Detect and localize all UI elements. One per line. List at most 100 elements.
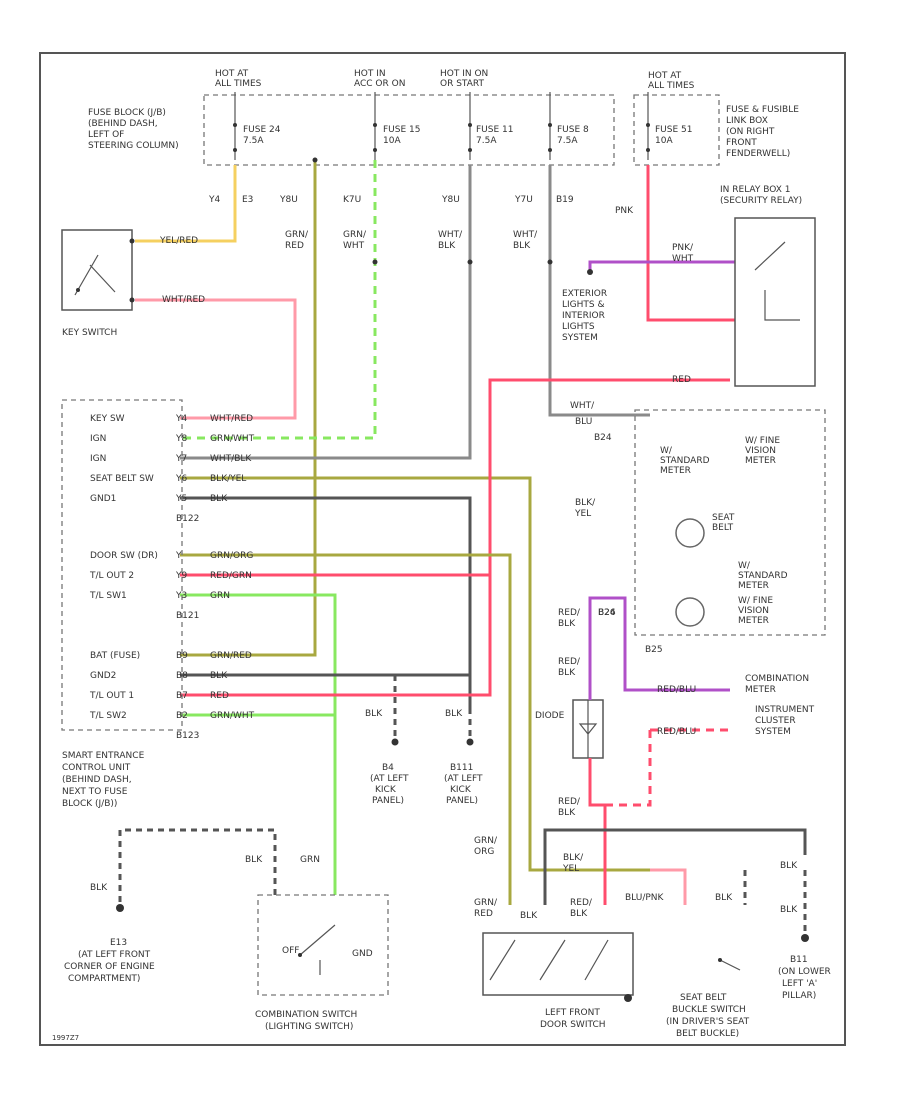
control-unit-label-2: CONTROL UNIT <box>62 763 131 773</box>
label-blk-yel-a: BLK/ <box>575 498 596 508</box>
ground-b111-3: KICK <box>450 785 472 795</box>
door-switch-label-2: DOOR SWITCH <box>540 1020 606 1030</box>
fuse-24-label: FUSE 24 <box>243 125 281 135</box>
label-red: RED <box>672 375 691 385</box>
control-unit-label-1: SMART ENTRANCE <box>62 751 145 761</box>
meter-wstd-1: W/ <box>738 561 751 571</box>
control-unit-label-4: NEXT TO FUSE <box>62 787 128 797</box>
cluster-3: SYSTEM <box>755 727 791 737</box>
label-grn-wht-b: WHT <box>343 241 365 251</box>
conn-y7u: Y7U <box>514 195 533 205</box>
underhood-fuse-box: FUSE 51 10A FUSE & FUSIBLE LINK BOX (ON … <box>633 92 799 166</box>
label-yel-red: YEL/RED <box>159 236 198 246</box>
seat-belt-buckle-switch: BLK SEAT BELT BUCKLE SWITCH (IN DRIVER'S… <box>666 870 750 1039</box>
label-blk-b4: BLK <box>365 709 383 719</box>
label-red-blk-2b: BLK <box>558 668 576 678</box>
label-wht-blk-2b: BLK <box>513 241 531 251</box>
wire-blk-gnd1 <box>180 496 472 710</box>
label-door-red-blk-a: RED/ <box>570 898 593 908</box>
pin-label-1: IGN <box>90 434 106 444</box>
pin-id-13: B2 <box>176 711 188 721</box>
hot-label-2b: ACC OR ON <box>354 79 405 89</box>
wire-pnk-wht <box>588 260 735 270</box>
label-blk-yel-b: YEL <box>574 509 591 519</box>
ext-lights-5: SYSTEM <box>562 333 598 343</box>
ext-lights-2: LIGHTS & <box>562 300 605 310</box>
comb-switch-label-2: (LIGHTING SWITCH) <box>265 1022 353 1032</box>
pin-wire-0: WHT/RED <box>210 414 253 424</box>
label-wht-mid: WHT/ <box>570 401 595 411</box>
label-pnk-wht-b: WHT <box>672 254 694 264</box>
label-grn-red-a: GRN/ <box>285 230 309 240</box>
label-wht-red: WHT/RED <box>162 295 205 305</box>
label-wht-blk-a: WHT/ <box>438 230 463 240</box>
pin-label-11: GND2 <box>90 671 116 681</box>
door-switch-label-1: LEFT FRONT <box>545 1008 600 1018</box>
pin-label-8: T/L SW1 <box>89 591 127 601</box>
pin-id-14: B123 <box>176 731 199 741</box>
meter-std-2: STANDARD <box>660 456 710 466</box>
wire-grn-org <box>180 553 512 905</box>
ground-b11-3: LEFT 'A' <box>782 979 817 989</box>
label-grn-red-b: RED <box>285 241 304 251</box>
pin-label-12: T/L OUT 1 <box>89 691 134 701</box>
label-blk-comb: BLK <box>245 855 263 865</box>
label-grn: GRN <box>300 855 320 865</box>
seat-belt-label-3: (IN DRIVER'S SEAT <box>666 1017 750 1027</box>
cluster-2: CLUSTER <box>755 716 796 726</box>
meter-fine-1: W/ FINE <box>745 436 780 446</box>
wire-pnk <box>646 165 735 322</box>
label-grn-wht-a: GRN/ <box>343 230 367 240</box>
ext-lights-1: EXTERIOR <box>562 289 607 299</box>
pin-wire-8: GRN <box>210 591 230 601</box>
pin-label-13: T/L SW2 <box>89 711 127 721</box>
label-b11-blk-2: BLK <box>780 905 798 915</box>
label-red-blu-1: RED/BLU <box>657 685 696 695</box>
meter-wstd-3: METER <box>738 581 769 591</box>
ext-lights-3: INTERIOR <box>562 311 605 321</box>
pin-label-2: IGN <box>90 454 106 464</box>
connector-id-row: Y4 E3 Y8U K7U Y8U Y7U B19 <box>208 195 574 205</box>
pin-wire-7: RED/GRN <box>210 571 252 581</box>
pin-id-0: Y4 <box>175 414 187 424</box>
ground-b4-4: PANEL) <box>372 796 404 806</box>
pin-id-8: Y3 <box>175 591 187 601</box>
fuse-8-label: FUSE 8 <box>557 125 589 135</box>
fuse-8-rating: 7.5A <box>557 136 578 146</box>
meter-fine-3: METER <box>745 456 776 466</box>
underhood-label-3: (ON RIGHT <box>726 127 775 137</box>
label-door-grn-red-a: GRN/ <box>474 898 498 908</box>
key-switch-label: KEY SWITCH <box>62 328 117 338</box>
conn-y8u-1: Y8U <box>279 195 298 205</box>
pin-label-4: GND1 <box>90 494 116 504</box>
fuse-51-label: FUSE 51 <box>655 125 692 135</box>
pin-id-5: B122 <box>176 514 199 524</box>
label-red-blk-2a: RED/ <box>558 657 581 667</box>
fuse-block-label-2: (BEHIND DASH, <box>88 119 158 129</box>
wire-wht-red <box>135 298 297 420</box>
meter-b25: B25 <box>645 645 663 655</box>
label-pnk: PNK <box>615 206 634 216</box>
ground-b111: B111 (AT LEFT KICK PANEL) <box>444 675 483 806</box>
label-blk-yel-2b: YEL <box>562 864 579 874</box>
ground-e13-id: E13 <box>110 938 127 948</box>
pin-label-0: KEY SW <box>90 414 125 424</box>
ground-b11-2: (ON LOWER <box>778 967 831 977</box>
meter-fine-2: VISION <box>745 446 776 456</box>
fuse-15-rating: 10A <box>383 136 401 146</box>
pin-wire-3: BLK/YEL <box>210 474 246 484</box>
pin-label-3: SEAT BELT SW <box>90 474 154 484</box>
pin-id-6: Y <box>175 551 182 561</box>
conn-b19: B19 <box>556 195 574 205</box>
pin-id-10: B9 <box>176 651 188 661</box>
ground-b4-id: B4 <box>382 763 394 773</box>
hot-label-2a: HOT IN <box>354 69 386 79</box>
wire-yel-red <box>135 165 237 243</box>
ground-b11-4: PILLAR) <box>782 991 816 1001</box>
seat-belt-label-2: BUCKLE SWITCH <box>672 1005 746 1015</box>
label-red-blk-1a: RED/ <box>558 608 581 618</box>
ground-e13: BLK BLK E13 (AT LEFT FRONT CORNER OF ENG… <box>64 828 277 984</box>
label-blk-yel-2a: BLK/ <box>563 853 584 863</box>
comb-switch-label-1: COMBINATION SWITCH <box>255 1010 357 1020</box>
